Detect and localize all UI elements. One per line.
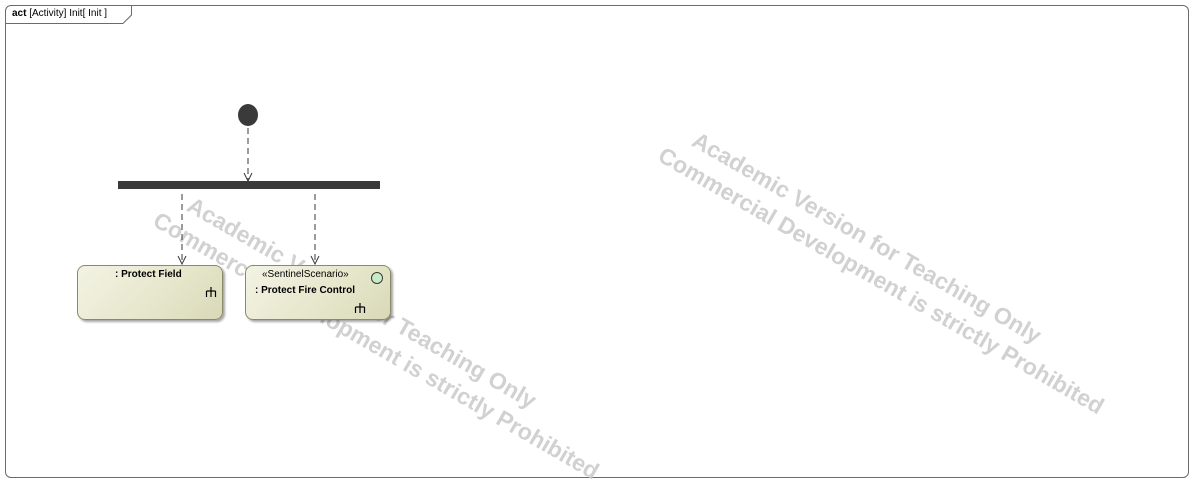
frame-label: act [Activity] Init[ Init ] [12, 8, 107, 20]
action-name: : Protect Fire Control [255, 285, 356, 296]
action-protect-fire-control[interactable]: «SentinelScenario» : Protect Fire Contro… [245, 265, 391, 320]
frame-name-tab [5, 5, 132, 24]
call-behavior-rake-icon [354, 303, 366, 313]
initial-node[interactable] [238, 104, 258, 126]
frame-title: [Activity] Init[ Init ] [29, 8, 108, 19]
arrowhead [310, 255, 320, 266]
action-protect-field[interactable]: : Protect Field [77, 265, 223, 320]
action-name: : Protect Field [115, 269, 182, 280]
diagram-frame [5, 5, 1189, 478]
arrowhead [177, 255, 187, 266]
call-behavior-rake-icon [205, 287, 217, 297]
frame-keyword: act [12, 8, 27, 19]
stereotype-circle-icon [371, 272, 383, 284]
stereotype-label: «SentinelScenario» [262, 269, 349, 280]
fork-node[interactable] [118, 181, 380, 189]
